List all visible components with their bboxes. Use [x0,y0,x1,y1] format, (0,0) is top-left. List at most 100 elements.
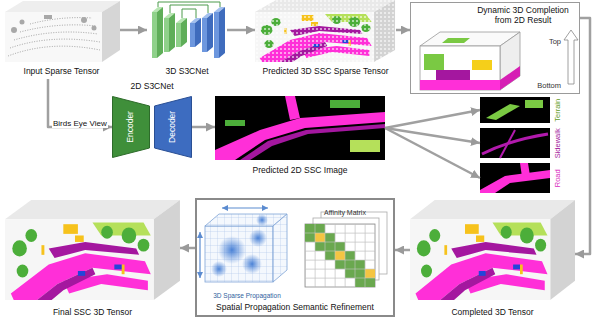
predicted-2d-image [240,124,385,160]
point-cloud [8,18,100,56]
road-layer [480,163,550,193]
annotation-label: Affinity Matrix [324,209,366,217]
tensor-panel: Final SSC 3D Tensor [5,200,180,318]
final-3d-scene [5,200,180,300]
completed-3d-scene [410,200,575,300]
completion-cube [420,80,500,90]
network-3d [152,2,225,58]
affinity-matrix [335,242,345,251]
network-3d [182,9,196,18]
encoder-block: Encoder [112,96,150,158]
predicted-2d-image [225,120,245,126]
network-3d [181,18,187,47]
network-3d [164,18,169,52]
completion-cube [436,70,470,80]
node-text: Completed 3D Tensor [451,308,533,318]
point-cloud [10,39,100,48]
decoder-block-outline [155,97,192,158]
point-cloud [92,26,97,31]
predicted-3d-scene [255,0,396,62]
affinity-matrix [335,260,345,269]
affinity-matrix [325,242,335,251]
affinity-matrix [355,278,365,287]
flow-arrow [385,110,480,128]
point-cloud [5,12,102,62]
network-group: Encoder Decoder 2D S3CNet [112,82,192,160]
affinity-matrix [315,242,325,251]
node-text: Final SSC 3D Tensor [53,308,132,318]
annotation-label: 3D Sparse Propagation [213,292,281,299]
affinity-matrix [305,212,387,287]
affinity-matrix [325,233,335,242]
point-cloud [14,32,98,40]
sparse-propagation-grid [200,208,287,282]
encoder-block-outline [113,97,150,158]
point-cloud [11,15,97,33]
process-box: Dynamic 3D Completion from 2D Result [410,2,580,94]
layer-panel: Sidewalk [480,128,550,158]
network-3d [158,2,220,18]
sparse-propagation-grid [199,232,200,278]
node-text: Decoder [168,111,178,143]
terrain-layer [486,104,520,120]
sidewalk-layer [500,130,515,158]
road-layer [480,170,550,193]
top-bottom-arrow [564,30,578,84]
layer-panel: Terrain [480,97,550,123]
network-3d [190,23,195,47]
completion-cube [424,54,444,70]
road-layer [520,163,530,177]
predicted-2d-image [285,96,300,120]
node-text: Predicted 2D SSC Image [253,166,348,176]
affinity-matrix [345,269,355,278]
predicted-2d-image [215,112,385,160]
network-3d [176,23,181,47]
tensor-panel: Input Sparse Tensor [3,0,120,77]
completion-cube [420,32,520,90]
affinity-matrix [305,233,375,278]
node-text: Predicted 3D SSC Sparse Tensor [263,67,389,77]
affinity-matrix [335,251,345,260]
node-text: Input Sparse Tensor [24,67,100,77]
affinity-matrix [365,269,375,278]
network-3d [202,18,207,52]
flow-arrow [395,249,410,252]
node-text: Dynamic 3D Completion from 2D Result [471,6,575,26]
affinity-matrix [315,224,365,287]
sparse-propagation-grid [211,261,227,277]
point-cloud [30,18,92,24]
sparse-propagation-grid [273,214,287,282]
annotation-label: Bottom [537,82,561,91]
point-cloud [20,25,96,32]
road-layer [480,163,550,193]
node-text: 2D S3CNet [131,82,174,92]
affinity-matrix [305,224,315,233]
affinity-matrix [305,224,375,287]
node-text: Encoder [126,111,136,143]
flow-arrow [575,18,590,254]
predicted-2d-image [330,100,360,108]
predicted-3d-scene [255,0,396,62]
top-bottom-arrow [564,30,578,84]
final-3d-scene [5,200,180,300]
edge-label-holder: Birds Eye View [52,112,108,130]
flow-arrow [120,29,147,32]
node-text: Terrain [554,99,563,122]
sidewalk-layer [480,128,550,158]
network-3d [152,12,157,58]
terrain-layer [525,100,543,108]
label-holder: Affinity Matrix [300,201,390,219]
terrain-layer [480,97,550,123]
affinity-matrix [315,224,325,233]
completion-cube [442,38,470,43]
affinity-matrix [365,278,375,287]
network-3d [169,13,175,52]
decoder-block: Decoder [154,96,192,158]
flow-arrow [180,247,195,250]
network-3d [219,7,225,58]
point-cloud [102,1,120,62]
completion-cube [500,32,520,90]
sidewalk-layer [480,128,550,158]
